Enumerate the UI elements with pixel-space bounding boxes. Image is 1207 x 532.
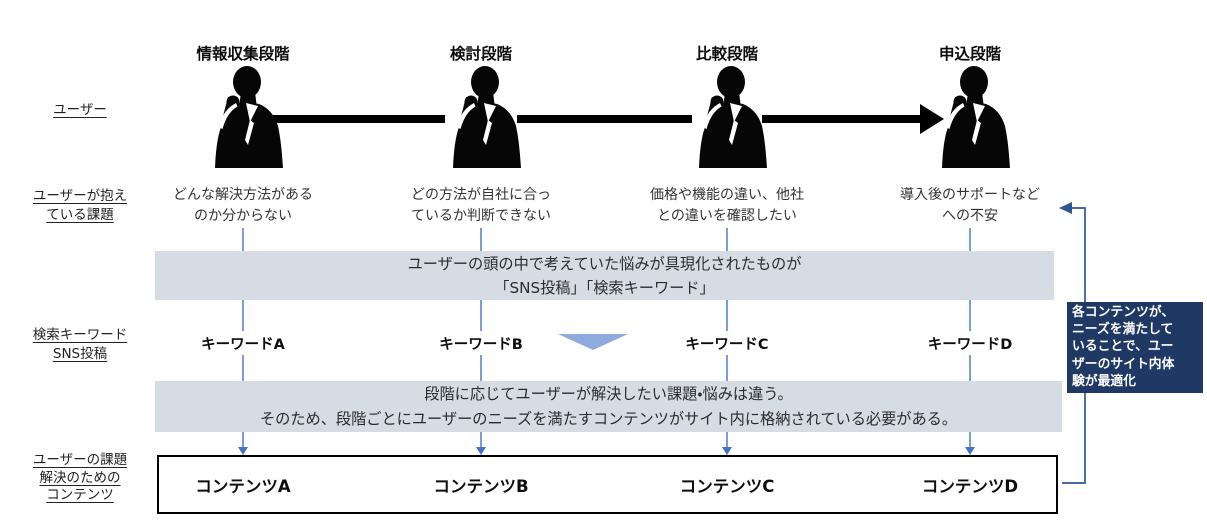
row-label-contents: ユーザーの課題 解決のための コンテンツ (32, 452, 128, 503)
person-silhouette-icon (199, 66, 287, 168)
side-note-optimization: 各コンテンツが、 ニーズを満たして いることで、ユー ザーのサイト内体 験が最適… (1067, 302, 1203, 393)
problem-text-stage2: どの方法が自社に合っ ているか判断できない (411, 187, 551, 224)
stage-connector-lines (242, 228, 971, 447)
stage-title-comparison: 比較段階 (695, 45, 759, 63)
journey-arrowhead-icon (920, 104, 944, 134)
banner-stage-needs: 段階に応じてユーザーが解決したい課題・悩みは違う。 そのため、段階ごとにユーザー… (155, 381, 1062, 432)
connector-arrowhead-icons (238, 447, 975, 455)
row-label-problems: ユーザーが抱え ている課題 (32, 188, 128, 223)
row-label-keywords: 検索キーワード SNS投稿 (32, 327, 128, 362)
person-silhouette-icon (437, 66, 525, 168)
keyword-label-d: キーワードD (927, 337, 1013, 353)
problem-text-stage1: どんな解決方法がある のか分からない (173, 187, 313, 224)
stage-title-research: 情報収集段階 (196, 45, 290, 63)
keyword-label-b: キーワードB (439, 337, 523, 353)
content-label-a: コンテンツA (195, 476, 291, 496)
banner-sns-keywords: ユーザーの頭の中で考えていた悩みが具現化されたものが 「SNS投稿」「検索キーワ… (155, 251, 1054, 300)
stage-title-consideration: 検討段階 (449, 45, 513, 63)
content-box (157, 455, 1058, 514)
content-label-d: コンテンツD (921, 476, 1019, 496)
person-silhouette-icon (926, 66, 1014, 168)
problem-text-stage3: 価格や機能の違い、他社 との違いを確認したい (650, 187, 804, 224)
content-label-b: コンテンツB (433, 476, 529, 496)
keyword-label-a: キーワードA (201, 337, 285, 353)
journey-arrow (272, 104, 944, 134)
feedback-arrowhead-icon (1059, 202, 1072, 214)
person-silhouette-icon (683, 66, 771, 168)
keyword-label-c: キーワードC (685, 337, 769, 353)
content-label-c: コンテンツC (679, 476, 775, 496)
row-label-user: ユーザー (53, 102, 107, 118)
stage-title-application: 申込段階 (938, 45, 1002, 63)
triangle-down-icon (558, 334, 628, 350)
problem-text-stage4: 導入後のサポートなど への不安 (900, 187, 1040, 224)
